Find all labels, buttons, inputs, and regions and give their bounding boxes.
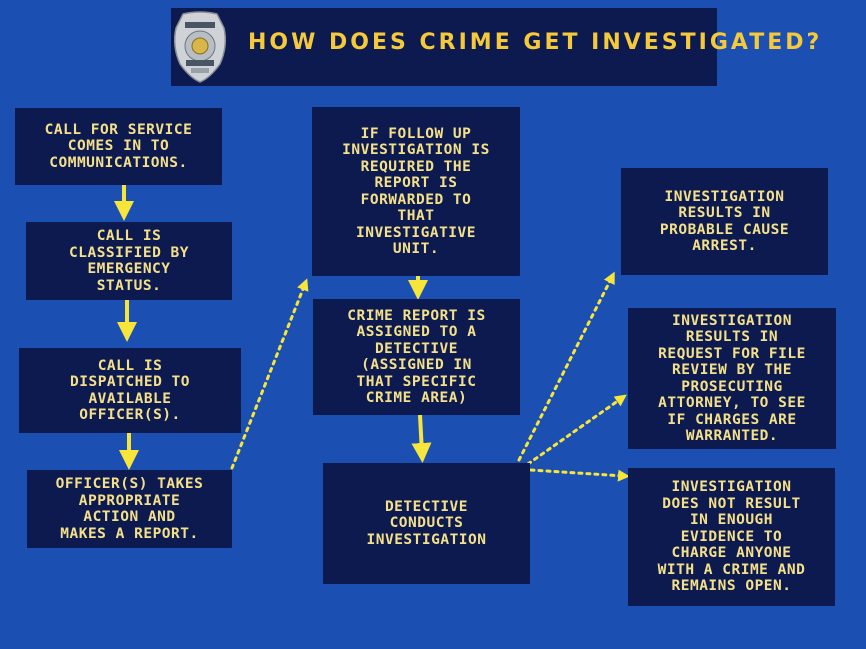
arrow-officer-to-followup [230, 278, 309, 470]
step-detective-investigation: DETECTIVE CONDUCTS INVESTIGATION [323, 463, 530, 584]
page-title: HOW DOES CRIME GET INVESTIGATED? [248, 30, 823, 55]
step-assigned-detective: CRIME REPORT IS ASSIGNED TO A DETECTIVE … [313, 299, 520, 415]
outcome-arrest: INVESTIGATION RESULTS IN PROBABLE CAUSE … [621, 168, 828, 275]
arrow-detective-to-open [529, 468, 630, 482]
outcome-remains-open: INVESTIGATION DOES NOT RESULT IN ENOUGH … [628, 468, 835, 606]
step-follow-up: IF FOLLOW UP INVESTIGATION IS REQUIRED T… [312, 107, 520, 276]
arrow-detective-to-review [526, 394, 627, 466]
step-officer-action: OFFICER(S) TAKES APPROPRIATE ACTION AND … [27, 470, 232, 548]
step-call-for-service: CALL FOR SERVICE COMES IN TO COMMUNICATI… [15, 108, 222, 185]
arrow-detective-to-arrest [517, 271, 615, 462]
step-classified: CALL IS CLASSIFIED BY EMERGENCY STATUS. [26, 222, 232, 300]
step-dispatched: CALL IS DISPATCHED TO AVAILABLE OFFICER(… [19, 348, 241, 433]
arrow-assigned-to-detective [411, 414, 432, 463]
title-banner [171, 8, 717, 86]
outcome-file-review: INVESTIGATION RESULTS IN REQUEST FOR FIL… [628, 308, 836, 449]
